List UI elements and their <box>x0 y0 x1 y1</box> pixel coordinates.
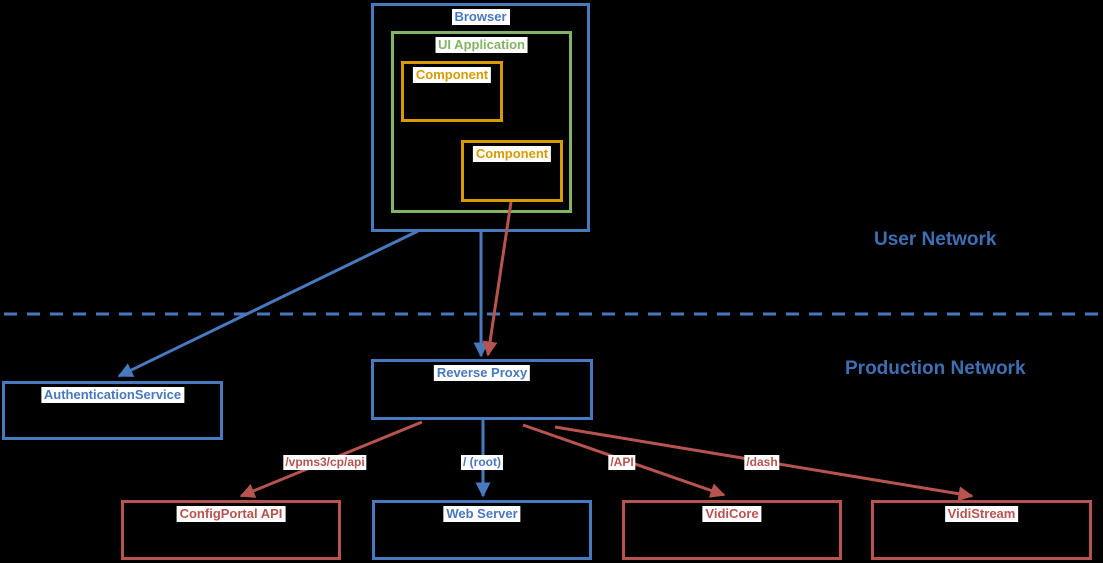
node-reverse-proxy-label: Reverse Proxy <box>433 365 531 381</box>
node-ui-application-label: UI Application <box>435 37 528 53</box>
node-browser-label: Browser <box>451 9 510 25</box>
node-ui-application: UI Application <box>391 31 572 213</box>
node-vidicore: VidiCore <box>622 500 842 560</box>
node-component-1: Component <box>401 61 503 122</box>
node-component-1-label: Component <box>412 67 492 83</box>
edge-label-vpms3-cp-api: /vpms3/cp/api <box>283 455 367 470</box>
node-web-server: Web Server <box>372 500 592 560</box>
node-vidistream: VidiStream <box>871 500 1092 560</box>
node-vidicore-label: VidiCore <box>702 506 762 522</box>
zone-label-production-network: Production Network <box>845 358 1026 379</box>
node-config-portal-api-label: ConfigPortal API <box>176 506 286 522</box>
node-component-2-label: Component <box>472 146 552 162</box>
node-web-server-label: Web Server <box>443 506 521 522</box>
node-component-2: Component <box>461 140 563 202</box>
node-authentication-service: AuthenticationService <box>2 381 223 440</box>
node-vidistream-label: VidiStream <box>944 506 1019 522</box>
edge-browser-to-authentication-service <box>117 229 419 378</box>
node-reverse-proxy: Reverse Proxy <box>371 359 593 420</box>
node-authentication-service-label: AuthenticationService <box>40 387 185 403</box>
edge-label-dash: /dash <box>744 455 780 470</box>
node-browser: Browser <box>371 3 590 232</box>
edge-label-root: / (root) <box>461 455 503 470</box>
node-config-portal-api: ConfigPortal API <box>121 500 341 560</box>
zone-label-user-network: User Network <box>874 229 997 250</box>
edge-label-api: /API <box>608 455 636 470</box>
